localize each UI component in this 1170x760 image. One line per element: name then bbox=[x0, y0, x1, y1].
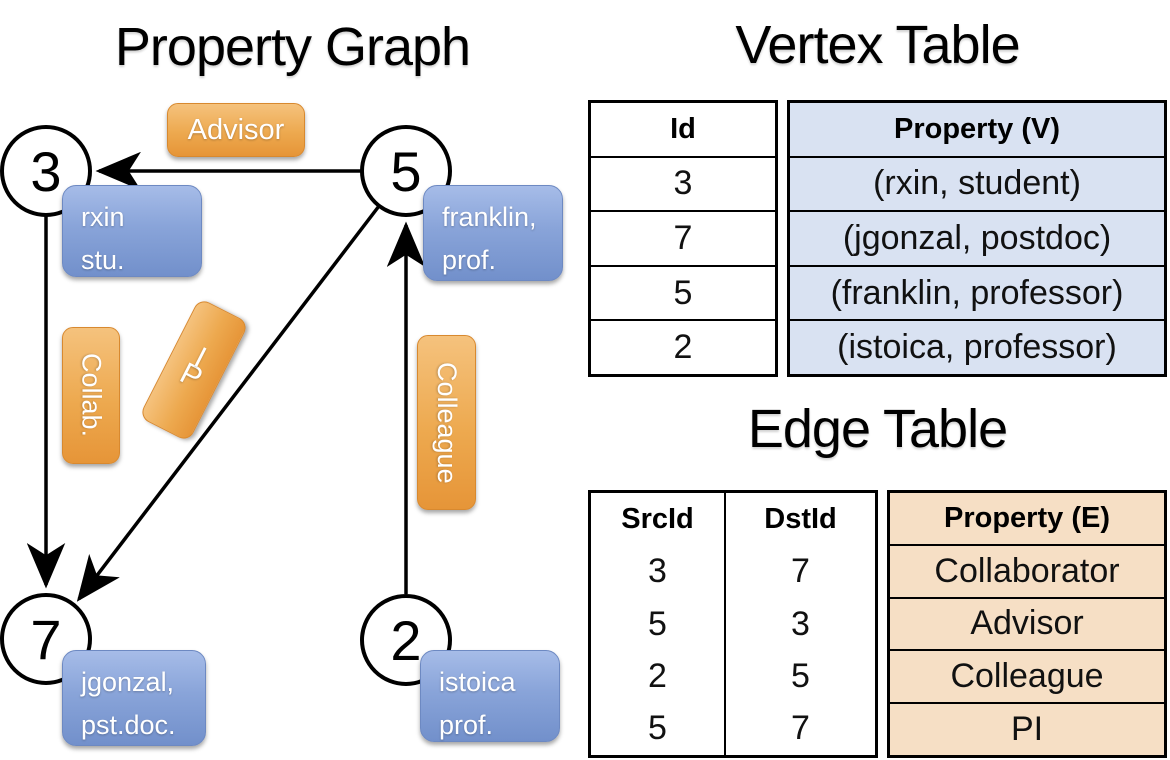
node-5-id: 5 bbox=[390, 140, 421, 203]
table-gap bbox=[878, 490, 887, 758]
callout-line: stu. bbox=[81, 245, 125, 276]
edge-dst-cell: 5 bbox=[724, 650, 875, 703]
edge-ids-row: 5 3 bbox=[591, 597, 875, 651]
edge-dst-cell: 7 bbox=[724, 702, 875, 756]
callout-line: pst.doc. bbox=[81, 710, 176, 741]
callout-line: jgonzal, bbox=[81, 667, 175, 697]
edge-src-cell: 5 bbox=[648, 709, 667, 748]
callout-line: istoica bbox=[439, 667, 516, 697]
edge-src-cell: 2 bbox=[648, 656, 667, 695]
vertex-property-cell: (jgonzal, postdoc) bbox=[790, 210, 1164, 265]
vertex-table: Id 3 7 5 2 Property (V) (rxin, student) … bbox=[588, 100, 1167, 377]
node-7-id: 7 bbox=[30, 608, 61, 671]
edge-dst-cell: 3 bbox=[724, 597, 875, 651]
vertex-table-property-header: Property (V) bbox=[894, 112, 1060, 145]
edge-label-collab: Collab. bbox=[62, 327, 120, 464]
node-3-id: 3 bbox=[30, 140, 61, 203]
vertex-id-cell: 3 bbox=[591, 155, 775, 211]
node-2-id: 2 bbox=[390, 609, 421, 672]
edge-ids-row: 5 7 bbox=[591, 702, 875, 756]
edge-table-title: Edge Table bbox=[747, 399, 1008, 459]
vertex-table-property-column: Property (V) (rxin, student) (jgonzal, p… bbox=[787, 100, 1167, 377]
vertex-id-cell: 7 bbox=[591, 210, 775, 265]
vertex-property-cell: (rxin, student) bbox=[790, 155, 1164, 211]
edge-table-property-column: Property (E) Collaborator Advisor Collea… bbox=[887, 490, 1167, 758]
edge-property-cell: PI bbox=[890, 702, 1164, 755]
edge-property-cell: Advisor bbox=[890, 596, 1164, 650]
edge-dst-cell: 7 bbox=[724, 545, 875, 598]
node-2-property-callout: istoica prof. bbox=[420, 650, 560, 742]
node-7-property-callout: jgonzal, pst.doc. bbox=[62, 650, 206, 746]
property-graph-title: Property Graph bbox=[114, 17, 471, 77]
node-3-property-callout: rxin stu. bbox=[62, 185, 202, 277]
edge-src-cell: 5 bbox=[648, 604, 667, 643]
edge-table: SrcId DstId 3 7 5 3 2 5 5 7 Property (E) bbox=[588, 490, 1167, 758]
edge-src-cell: 3 bbox=[648, 552, 667, 591]
callout-line: rxin bbox=[81, 202, 125, 232]
callout-line: franklin, bbox=[442, 202, 537, 232]
edge-ids-row: 3 7 bbox=[591, 545, 875, 598]
edge-pi-line bbox=[76, 204, 381, 602]
vertex-id-cell: 2 bbox=[591, 319, 775, 374]
table-gap bbox=[778, 100, 787, 377]
vertex-id-cell: 5 bbox=[591, 264, 775, 320]
edge-ids-row: 2 5 bbox=[591, 650, 875, 703]
vertex-property-cell: (franklin, professor) bbox=[790, 264, 1164, 320]
callout-line: prof. bbox=[439, 710, 494, 741]
edge-table-ids-columns: SrcId DstId 3 7 5 3 2 5 5 7 bbox=[588, 490, 878, 758]
edge-table-srcid-header: SrcId bbox=[621, 502, 694, 535]
callout-line: prof. bbox=[442, 245, 497, 276]
vertex-property-cell: (istoica, professor) bbox=[790, 319, 1164, 374]
edge-table-ids-header-row: SrcId DstId bbox=[591, 493, 875, 546]
node-5-property-callout: franklin, prof. bbox=[423, 185, 563, 281]
vertex-table-id-column: Id 3 7 5 2 bbox=[588, 100, 778, 377]
vertex-table-id-header: Id bbox=[670, 112, 696, 145]
edge-label-colleague: Colleague bbox=[417, 335, 476, 510]
edge-property-cell: Colleague bbox=[890, 649, 1164, 702]
edge-table-property-header: Property (E) bbox=[944, 501, 1110, 534]
edge-label-advisor: Advisor bbox=[167, 103, 305, 157]
edge-property-cell: Collaborator bbox=[890, 543, 1164, 597]
edge-table-dstid-header: DstId bbox=[724, 493, 875, 546]
vertex-table-title: Vertex Table bbox=[735, 15, 1020, 75]
